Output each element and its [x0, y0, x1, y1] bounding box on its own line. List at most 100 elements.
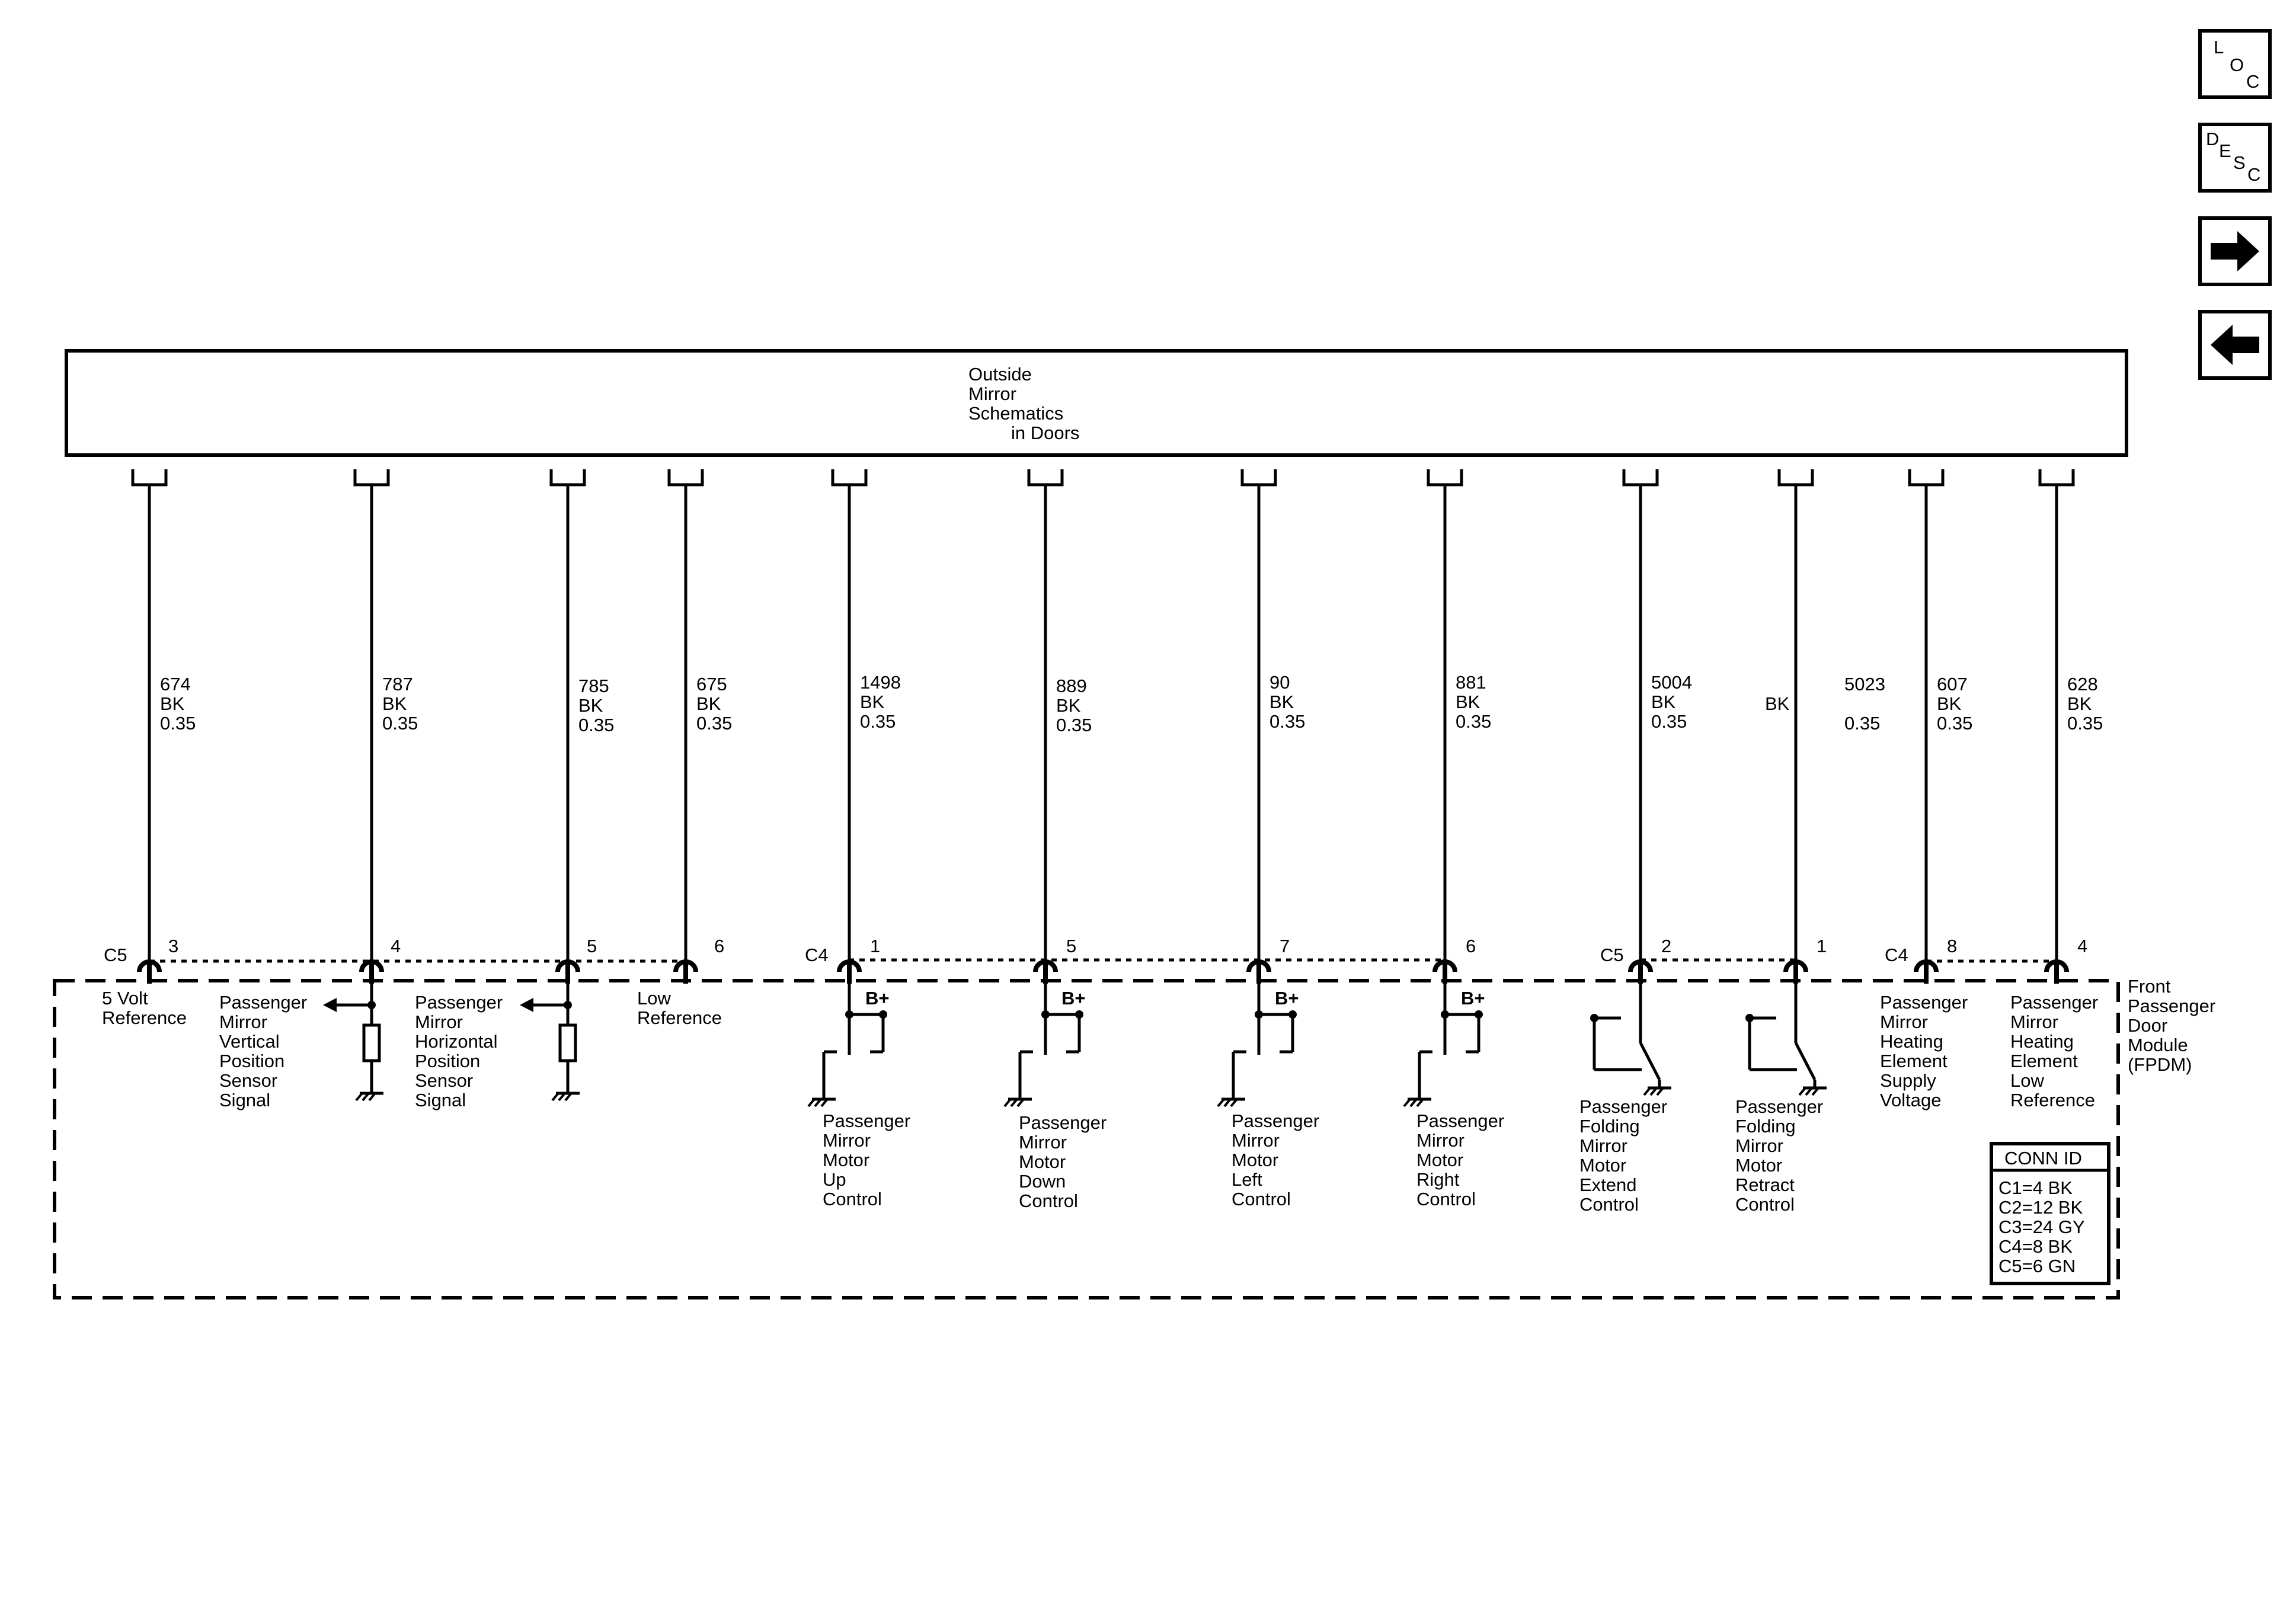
loc-button[interactable]: L O C: [2198, 29, 2272, 99]
function-label-line: Element: [2010, 1051, 2078, 1071]
wire-gauge: 0.35: [1056, 715, 1092, 735]
function-label-line: Heating: [1880, 1031, 1943, 1052]
pin-number: 5: [587, 936, 597, 956]
ground-icon: [1643, 1086, 1671, 1096]
left-arrow-icon: [2211, 325, 2259, 365]
wire-circuit-number: 5004: [1651, 672, 1692, 693]
function-label-line: Control: [1579, 1194, 1639, 1215]
function-label-line: Vertical: [219, 1031, 280, 1052]
top-label-line-3: Schematics: [968, 403, 1063, 424]
module-label-line-2: Passenger: [2128, 996, 2215, 1016]
desc-button[interactable]: D E S C: [2198, 123, 2272, 193]
loc-letter-l: L: [2214, 37, 2224, 57]
module-label-line-4: Module: [2128, 1035, 2188, 1055]
function-label-line: Reference: [637, 1007, 722, 1028]
conn-id-title: CONN ID: [2004, 1148, 2082, 1169]
ground-icon: [1003, 1097, 1032, 1108]
wire-gauge: 0.35: [1651, 711, 1687, 732]
terminal-bracket: [831, 469, 868, 486]
wire-color: BK: [160, 693, 185, 714]
wire-circuit-number: 889: [1056, 676, 1087, 696]
wire-gauge: 0.35: [1937, 713, 1972, 734]
function-label-line: Supply: [1880, 1070, 1936, 1091]
function-label-line: Motor: [823, 1150, 869, 1170]
wire-color: BK: [1269, 692, 1294, 712]
module-label-line-3: Door: [2128, 1015, 2167, 1036]
function-label-line: Position: [415, 1051, 480, 1071]
function-label-line: Right: [1416, 1169, 1460, 1190]
function-label-line: Mirror: [823, 1130, 871, 1151]
function-label-line: Mirror: [415, 1012, 463, 1032]
function-label-line: 5 Volt: [102, 988, 148, 1009]
conn-id-row: C5=6 GN: [1998, 1256, 2076, 1276]
function-label-line: Mirror: [219, 1012, 267, 1032]
terminal-bracket: [549, 469, 586, 486]
loc-letter-c: C: [2246, 71, 2259, 92]
ground-group: [355, 1086, 1827, 1108]
function-label-line: Control: [1416, 1189, 1476, 1209]
pin-number: 6: [714, 936, 724, 956]
top-label-line-2: Mirror: [968, 383, 1016, 404]
function-label-line: Horizontal: [415, 1031, 498, 1052]
function-label-line: Mirror: [1232, 1130, 1280, 1151]
function-label-line: Low: [637, 988, 671, 1009]
connector-label-c4-a: C4: [805, 945, 829, 965]
terminal-bracket: [1427, 469, 1463, 486]
function-label-line: Motor: [1735, 1155, 1782, 1176]
function-label-line: Element: [1880, 1051, 1948, 1071]
function-label-line: Mirror: [1735, 1135, 1783, 1156]
desc-letter-e: E: [2219, 140, 2231, 161]
wire-color: BK: [1651, 692, 1676, 712]
previous-page-button[interactable]: [2198, 310, 2272, 380]
connector-label-c5-a: C5: [104, 945, 127, 965]
terminal-bracket: [1908, 469, 1945, 486]
function-label-line: Passenger: [1579, 1096, 1667, 1117]
ground-icon: [807, 1097, 836, 1108]
wire-color: BK: [1056, 695, 1081, 716]
top-label-line-4: in Doors: [1011, 422, 1079, 443]
conn-id-row: C3=24 GY: [1998, 1217, 2085, 1237]
function-label-line: Control: [1232, 1189, 1291, 1209]
wire-circuit-number: 675: [696, 674, 727, 694]
function-label-line: Signal: [415, 1090, 466, 1110]
function-label-line: Sensor: [415, 1070, 473, 1091]
pin-number: 5: [1066, 936, 1076, 956]
function-label-line: Position: [219, 1051, 284, 1071]
loc-letter-o: O: [2230, 55, 2244, 75]
wire-color: BK: [1456, 692, 1480, 712]
conn-id-row: C4=8 BK: [1998, 1236, 2073, 1257]
wire-gauge: 0.35: [860, 711, 896, 732]
outside-mirror-schematics-box: Outside Mirror Schematics in Doors: [65, 349, 2128, 457]
function-label-line: Control: [1019, 1190, 1078, 1211]
function-label-line: Passenger: [1735, 1096, 1823, 1117]
wire-circuit-number: 607: [1937, 674, 1968, 694]
next-page-button[interactable]: [2198, 216, 2272, 286]
right-arrow-icon: [2211, 231, 2259, 271]
pin-number: 1: [870, 936, 880, 956]
bplus-label-left: B+: [1275, 988, 1299, 1009]
terminal-bracket: [1240, 469, 1277, 486]
wire-color: BK: [1765, 693, 1790, 714]
connector-dotted-lines: [149, 958, 2057, 963]
pin-number: 4: [391, 936, 401, 956]
terminal-bracket: [2038, 469, 2075, 486]
ground-icon: [1217, 1097, 1245, 1108]
function-label-line: Mirror: [2010, 1012, 2058, 1032]
ground-icon: [355, 1092, 383, 1102]
motor-down-switch: [1018, 984, 1081, 1099]
function-label-group: 5 VoltReferencePassengerMirrorVerticalPo…: [102, 988, 2098, 1215]
motor-up-switch: [822, 984, 885, 1099]
vertical-position-sensor: [332, 984, 381, 1093]
motor-right-switch: [1418, 984, 1480, 1099]
connector-label-c4-b: C4: [1885, 945, 1908, 965]
bplus-label-up: B+: [865, 988, 890, 1009]
